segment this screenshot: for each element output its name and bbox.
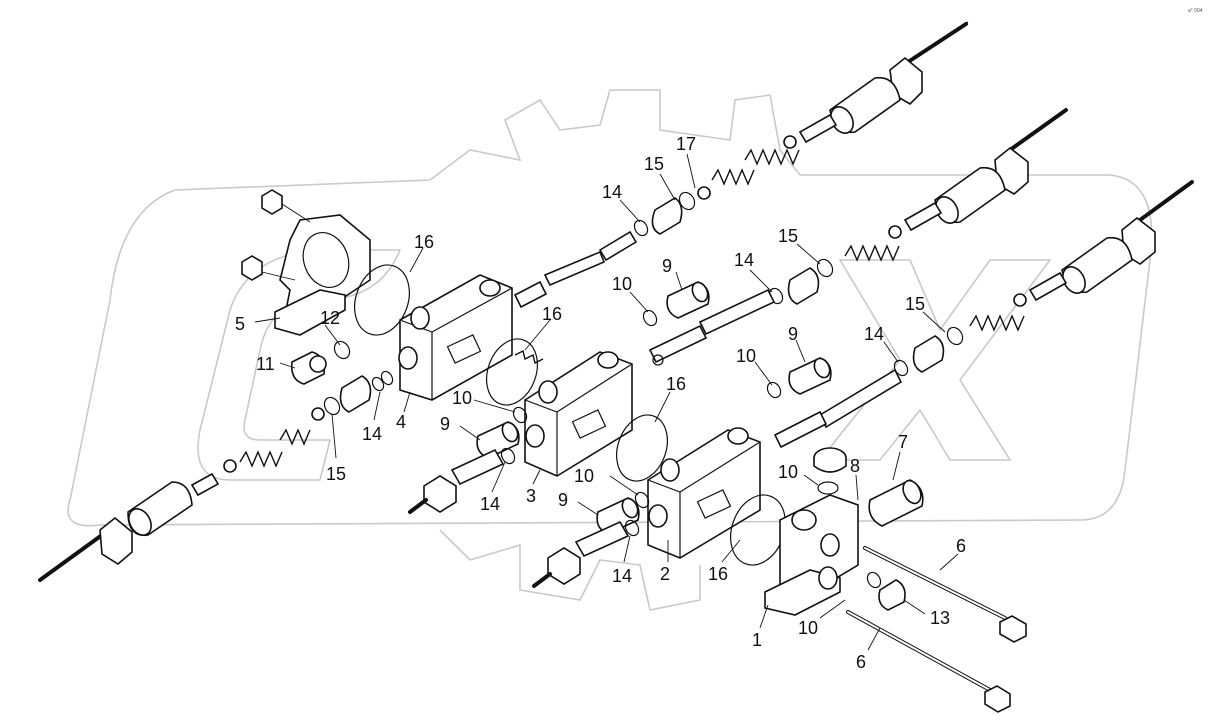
callout-2: 2 <box>660 564 670 584</box>
spool-end-section-2 <box>532 519 640 588</box>
o-ring-10-c <box>512 406 528 424</box>
callout-10-a: 10 <box>452 388 472 408</box>
spool-line-2 <box>648 108 1068 366</box>
callout-11: 11 <box>256 354 275 374</box>
o-ring-10-a <box>642 309 658 327</box>
cartridge-7 <box>868 479 924 527</box>
callout-15-c: 15 <box>778 226 798 246</box>
tie-rod-upper <box>863 546 1027 643</box>
callout-9-d: 9 <box>558 490 568 510</box>
callout-16-b: 16 <box>542 304 562 324</box>
callout-8: 8 <box>850 456 860 476</box>
relief-valve-9-d <box>596 497 640 535</box>
spool-line-3 <box>773 180 1194 449</box>
callout-5: 5 <box>235 314 245 334</box>
callout-10-e: 10 <box>778 462 798 482</box>
callout-16-a: 16 <box>414 232 434 252</box>
callout-10-d: 10 <box>574 466 594 486</box>
callout-7: 7 <box>898 432 908 452</box>
callout-4: 4 <box>396 412 406 432</box>
inlet-section-1 <box>764 494 859 616</box>
spool-line-left <box>38 370 394 582</box>
callout-3: 3 <box>526 486 536 506</box>
callout-10-b: 10 <box>612 274 632 294</box>
callout-16-d: 16 <box>708 564 728 584</box>
valve-section-3 <box>524 351 633 477</box>
o-ring-10-d <box>634 491 650 509</box>
callout-17: 17 <box>676 134 696 154</box>
valve-section-2 <box>647 427 761 559</box>
o-ring-16-a <box>354 264 410 336</box>
callout-16-c: 16 <box>666 374 686 394</box>
o-ring-12 <box>333 340 351 360</box>
corner-mark: a° 004 <box>1188 8 1203 14</box>
end-plate <box>241 189 371 336</box>
valve-section-4 <box>398 274 513 401</box>
relief-valve-9-c <box>476 421 520 459</box>
callout-13: 13 <box>930 608 950 628</box>
o-ring-10-b <box>766 381 782 399</box>
cap-8 <box>813 447 847 473</box>
callout-14-a: 14 <box>362 424 382 444</box>
callout-14-e: 14 <box>864 324 884 344</box>
callout-1: 1 <box>752 630 762 650</box>
callout-14-f: 14 <box>612 566 632 586</box>
callout-9-c: 9 <box>788 324 798 344</box>
o-ring-10-cap <box>817 481 839 495</box>
o-ring-10-plug <box>866 571 882 589</box>
o-ring-16-b <box>486 338 538 406</box>
callout-12: 12 <box>320 308 340 328</box>
callout-15-b: 15 <box>644 154 664 174</box>
callout-14-b: 14 <box>480 494 500 514</box>
spring-16-b <box>514 349 544 365</box>
callout-10-f: 10 <box>798 618 818 638</box>
callout-6-a: 6 <box>956 536 966 556</box>
o-ring-16-c <box>616 414 668 482</box>
callout-15-a: 15 <box>326 464 346 484</box>
plug-11 <box>290 351 327 385</box>
callout-10-c: 10 <box>736 346 756 366</box>
callout-6-b: 6 <box>856 652 866 672</box>
relief-valve-9-a <box>666 281 710 319</box>
callout-9-b: 9 <box>662 256 672 276</box>
callout-14-d: 14 <box>734 250 754 270</box>
spool-line-1 <box>513 21 969 309</box>
tie-rod-lower <box>846 610 1011 713</box>
spool-end-section-3 <box>408 447 516 514</box>
callout-14-c: 14 <box>602 182 622 202</box>
callout-9-a: 9 <box>440 414 450 434</box>
plug-13 <box>878 579 906 611</box>
relief-valve-9-b <box>788 357 832 395</box>
leader-lines <box>254 153 959 651</box>
callout-15-d: 15 <box>905 294 925 314</box>
